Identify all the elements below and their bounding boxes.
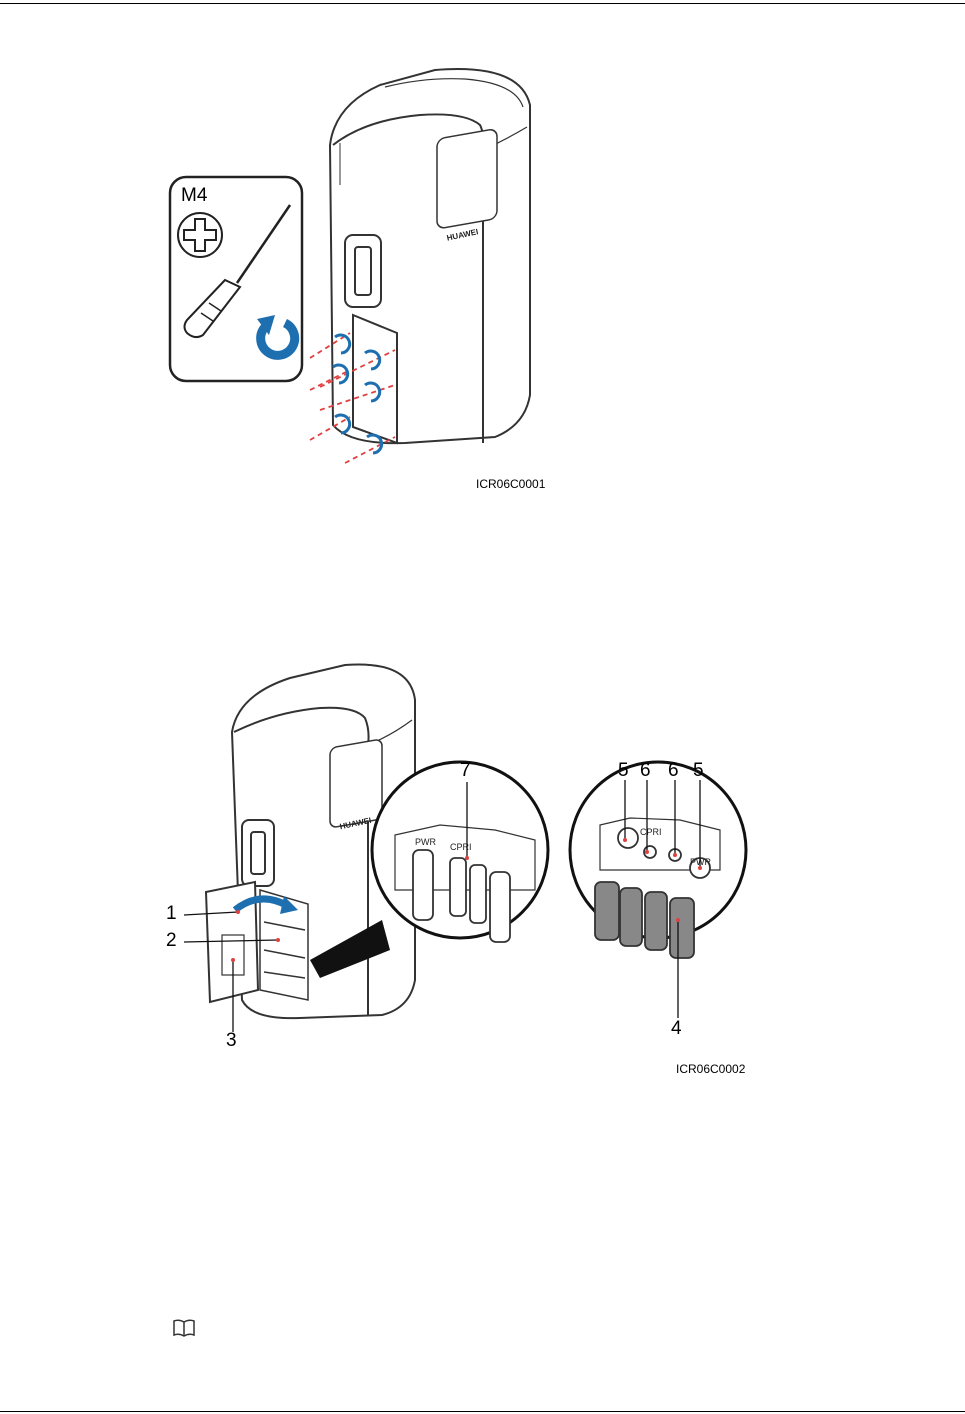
port-label-pwr: PWR: [690, 857, 711, 867]
device-handle: [242, 820, 274, 886]
callout-4: 4: [671, 1018, 682, 1040]
figure-2-id: ICR06C0002: [676, 1062, 745, 1076]
figure-1: HUAWEI M4: [165, 65, 565, 495]
logo-panel: [437, 128, 497, 229]
callout-5-left: 5: [618, 760, 629, 782]
header-rule: [0, 3, 965, 4]
callout-6-left: 6: [640, 760, 651, 782]
phillips-screw-icon: [178, 213, 222, 257]
callout-7: 7: [460, 760, 471, 782]
figure-2: HUAWEI PWR: [160, 660, 780, 1060]
book-icon: [172, 1318, 196, 1343]
callout-1: 1: [166, 903, 177, 925]
port-label-cpri: CPRI: [640, 827, 662, 837]
figure-1-drawing: HUAWEI: [165, 65, 565, 495]
figure-2-drawing: HUAWEI PWR: [160, 660, 780, 1060]
device-handle: [345, 235, 381, 307]
cover-plate: [353, 315, 397, 443]
callout-5-right: 5: [693, 760, 704, 782]
logo-panel: [330, 739, 382, 828]
callout-6-right: 6: [668, 760, 679, 782]
figure-1-id: ICR06C0001: [476, 477, 545, 491]
port-label-pwr: PWR: [415, 837, 436, 847]
footer-rule: [0, 1411, 965, 1412]
tool-size-label: M4: [181, 185, 207, 207]
port-label-cpri: CPRI: [450, 842, 472, 852]
callout-3: 3: [226, 1030, 237, 1052]
callout-2: 2: [166, 930, 177, 952]
